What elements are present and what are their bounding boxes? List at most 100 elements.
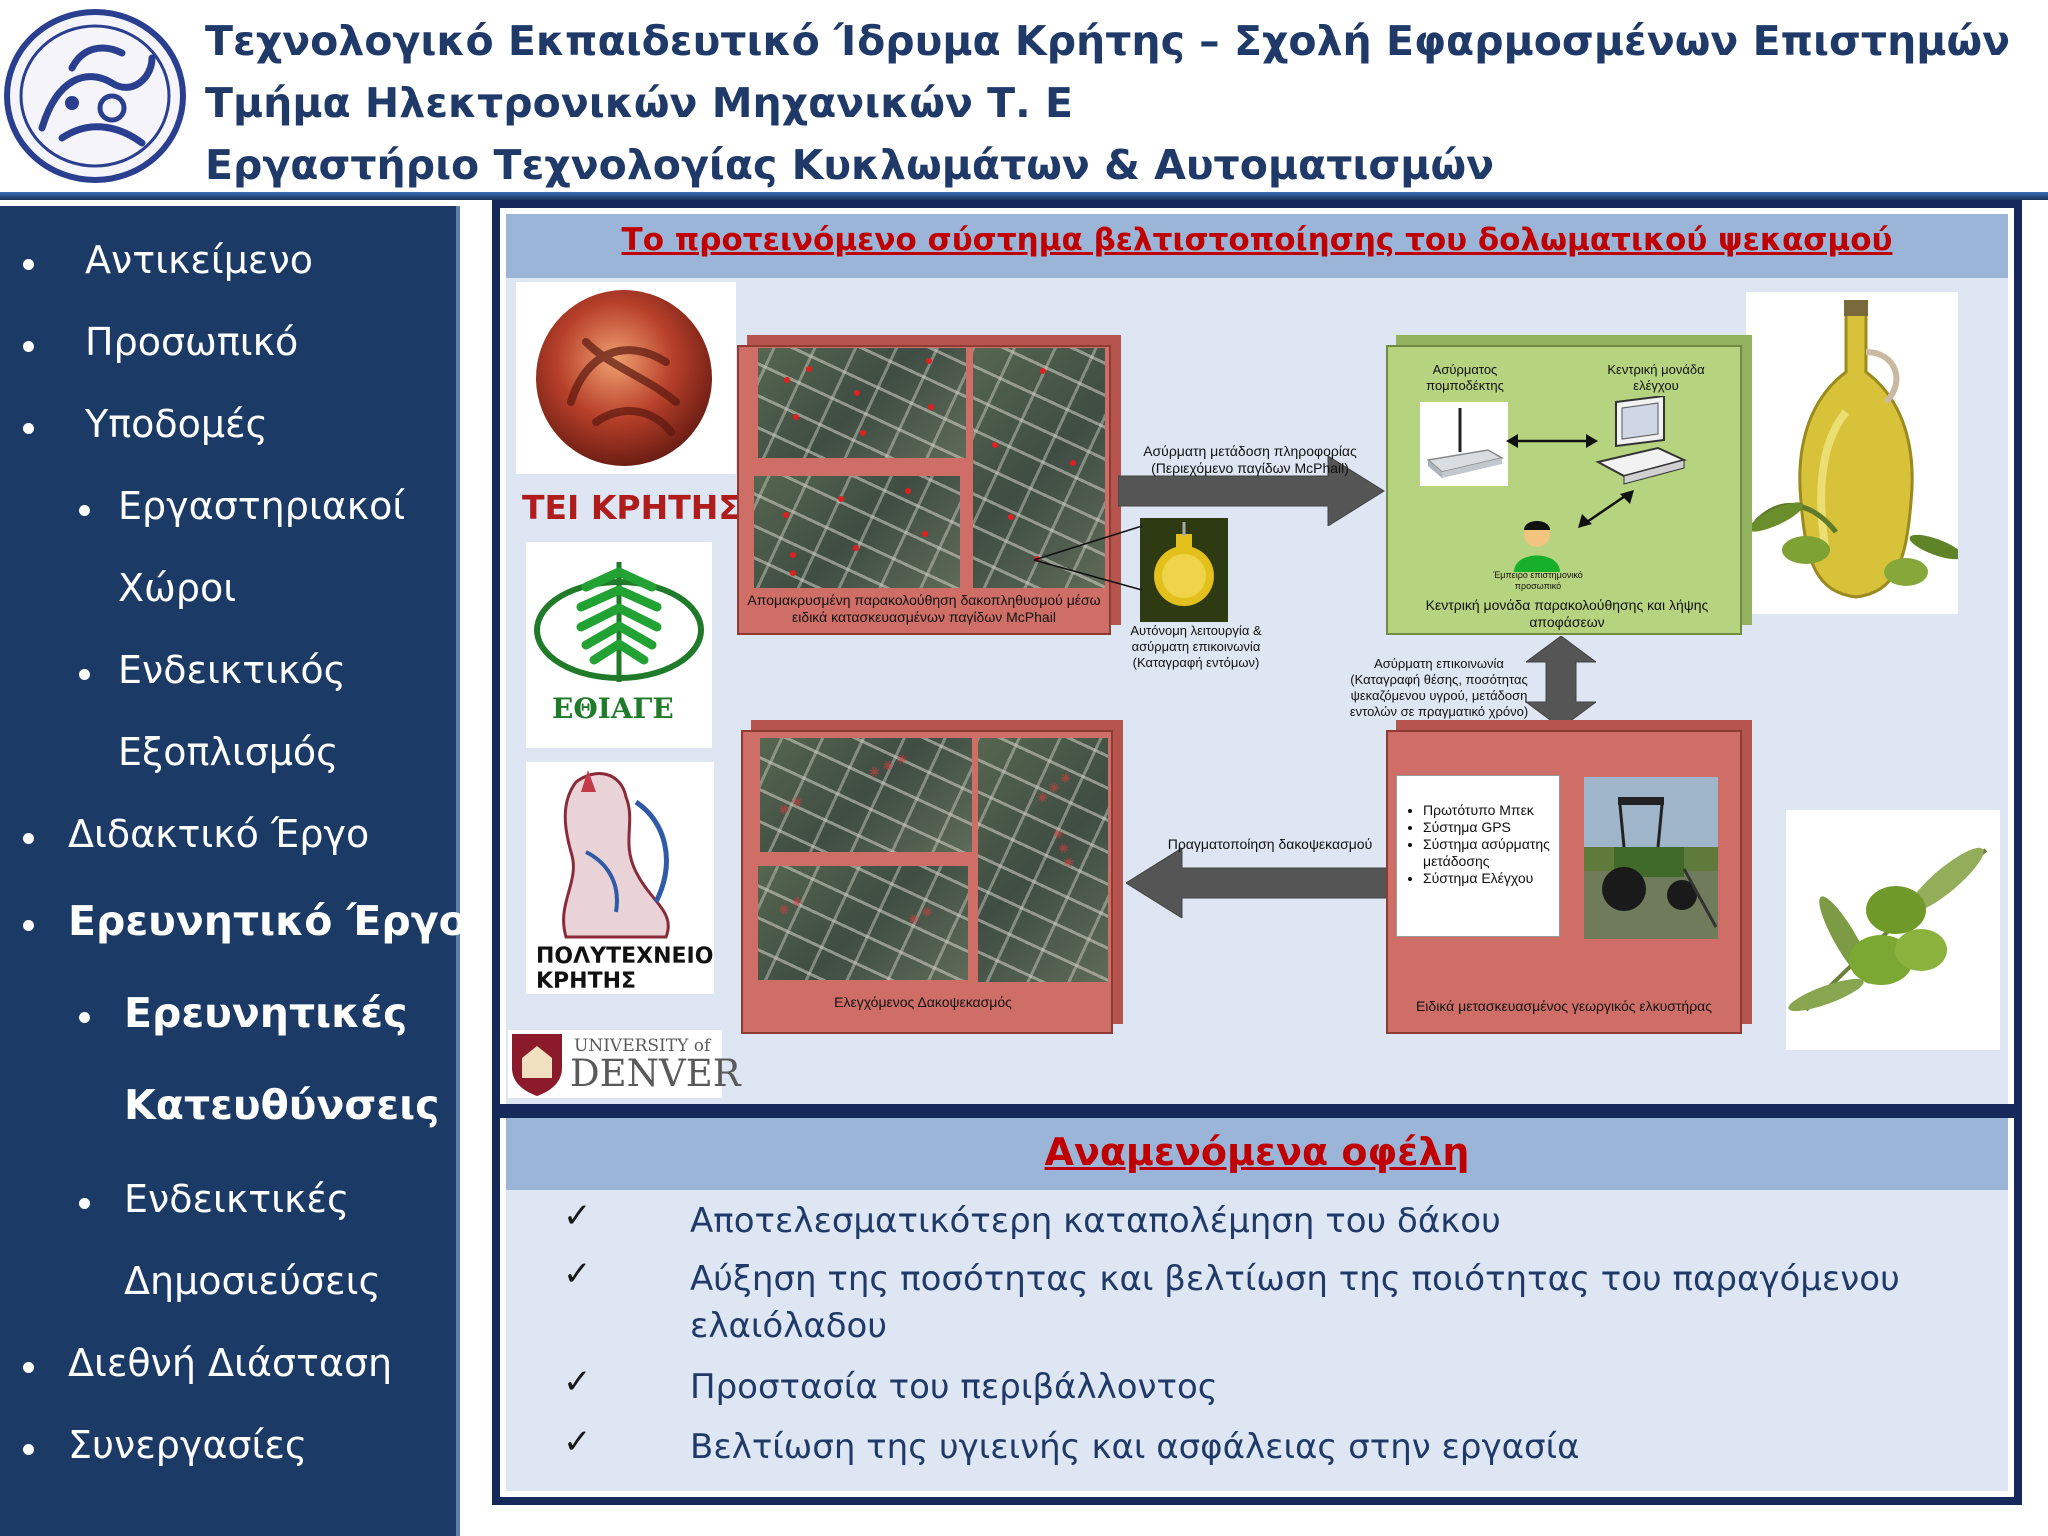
wireless-info-arrow-right-icon xyxy=(1118,456,1385,526)
proposed-system-title-bar xyxy=(506,214,2008,278)
nav-item-ypodomes[interactable]: Υποδομές xyxy=(85,402,268,446)
bullet-icon xyxy=(23,833,34,844)
trap-marker-icon xyxy=(860,430,866,436)
laboratory-title: Εργαστήριο Τεχνολογίας Κυκλωμάτων & Αυτο… xyxy=(205,141,1495,189)
benefit-item: Αποτελεσματικότερη καταπολέμηση του δάκο… xyxy=(690,1201,1501,1241)
checkmark-icon: ✓ xyxy=(563,1254,592,1294)
nav-item-diethni-diastasi[interactable]: Διεθνή Διάσταση xyxy=(68,1341,393,1385)
modified-tractor-caption: Ειδικά μετασκευασμένος γεωργικός ελκυστή… xyxy=(1415,998,1713,1014)
benefit-item: Αύξηση της ποσότητας και βελτίωση της πο… xyxy=(690,1259,1900,1346)
expert-label: Έμπειρο επιστημονικό προσωπικό xyxy=(1493,570,1583,591)
trap-marker-icon xyxy=(790,552,796,558)
wireless-communication-label: Ασύρματη επικοινωνία (Καταγραφή θέσης, π… xyxy=(1349,656,1529,719)
trap-marker-icon xyxy=(992,442,998,448)
polytechnio-logo: ΠΟΛΥΤΕΧΝΕΙΟ ΚΡΗΤΗΣ xyxy=(526,762,714,994)
nav-item-erevnitiko-ergo[interactable]: Ερευνητικό Έργο xyxy=(68,897,467,945)
trap-marker-icon xyxy=(784,377,790,383)
trap-monitoring-caption: Απομακρυσμένη παρακολούθηση δακοπληθυσμο… xyxy=(747,592,1101,625)
nav-item-ergastiriakoi[interactable]: Εργαστηριακοί xyxy=(118,484,406,528)
trap-marker-icon xyxy=(926,358,932,364)
tei-seal-image xyxy=(516,282,736,474)
polytechnio-label: ΠΟΛΥΤΕΧΝΕΙΟ ΚΡΗΤΗΣ xyxy=(536,944,713,994)
bullet-icon xyxy=(23,423,34,434)
satellite-map-tile xyxy=(758,348,966,458)
transceiver-label: Ασύρματος πομποδέκτης xyxy=(1426,362,1504,393)
trap-marker-icon xyxy=(838,496,844,502)
bullet-icon xyxy=(79,505,90,516)
athena-figure-icon xyxy=(562,770,670,939)
proposed-system-title: Το προτεινόμενο σύστημα βελτιστοποίησης … xyxy=(621,222,1893,258)
ethiage-logo: ΕΘΙΑΓΕ xyxy=(526,542,712,748)
list-item: Σύστημα ασύρματης μετάδοσης xyxy=(1423,836,1555,870)
trap-autonomy-caption: Αυτόνομη λειτουργία & ασύρματη επικοινων… xyxy=(1130,623,1262,670)
header-divider xyxy=(0,192,2048,200)
trap-marker-icon xyxy=(922,531,928,537)
trap-marker-icon xyxy=(853,545,859,551)
nav-item-prosopiko[interactable]: Προσωπικό xyxy=(85,320,299,364)
spraying-action-arrow-left-icon xyxy=(1126,848,1392,918)
trap-marker-icon xyxy=(783,512,789,518)
trap-marker-icon xyxy=(806,366,812,372)
nav-item-endeiktikos[interactable]: Ενδεικτικός xyxy=(118,648,346,692)
mcphail-trap-image xyxy=(1140,518,1228,622)
list-item: Σύστημα GPS xyxy=(1423,819,1555,836)
nav-item-ergastiriakoi-cont[interactable]: Χώροι xyxy=(118,566,237,610)
denver-name-label: DENVER xyxy=(570,1052,741,1095)
nav-item-antikeimeno[interactable]: Αντικείμενο xyxy=(85,238,313,282)
trap-marker-icon xyxy=(928,404,934,410)
trap-marker-icon xyxy=(1070,460,1076,466)
tractor-photo-image xyxy=(1584,777,1718,939)
tractor-components-list: Πρωτότυπο Μπεκ Σύστημα GPS Σύστημα ασύρμ… xyxy=(1396,775,1560,937)
nav-item-erevnitikes-kateythinseis[interactable]: Ερευνητικές xyxy=(124,989,408,1037)
sidebar-nav: Αντικείμενο Προσωπικό Υποδομές Εργαστηρι… xyxy=(0,206,467,1536)
university-of-denver-logo: UNIVERSITY of DENVER xyxy=(508,1030,741,1098)
department-title: Τμήμα Ηλεκτρονικών Μηχανικών Τ. Ε xyxy=(205,79,1073,127)
nav-item-endeiktikos-cont[interactable]: Εξοπλισμός xyxy=(118,730,339,774)
trap-marker-icon xyxy=(790,570,796,576)
sealstone-icon xyxy=(536,290,712,466)
nav-item-didaktiko-ergo[interactable]: Διδακτικό Έργο xyxy=(68,812,370,856)
nav-item-synergasies[interactable]: Συνεργασίες xyxy=(68,1423,308,1467)
satellite-map-tile xyxy=(754,476,960,588)
bullet-icon xyxy=(79,1012,90,1023)
bullet-icon xyxy=(23,341,34,352)
checkmark-icon: ✓ xyxy=(563,1422,592,1462)
olive-oil-bottle-image xyxy=(1746,292,1958,614)
tei-kritis-label: ΤΕΙ ΚΡΗΤΗΣ xyxy=(522,488,741,527)
trap-marker-icon xyxy=(793,414,799,420)
nav-item-endeiktikes-dimosieyseis-cont[interactable]: Δημοσιεύσεις xyxy=(124,1259,381,1303)
header-titles: Τεχνολογικό Εκπαιδευτικό Ίδρυμα Κρήτης –… xyxy=(205,10,2010,196)
spraying-action-label: Πραγματοποίηση δακοψεκασμού xyxy=(1167,836,1373,852)
satellite-map-tile xyxy=(758,866,968,980)
trap-marker-icon xyxy=(854,390,860,396)
ethiage-label: ΕΘΙΑΓΕ xyxy=(552,692,674,725)
expected-benefits-title: Αναμενόμενα οφέλη xyxy=(1044,1130,1470,1174)
nav-item-endeiktikes-dimosieyseis[interactable]: Ενδεικτικές xyxy=(124,1177,350,1221)
central-monitoring-caption: Κεντρική μονάδα παρακολούθησης και λήψης… xyxy=(1425,597,1709,630)
institution-title: Τεχνολογικό Εκπαιδευτικό Ίδρυμα Κρήτης –… xyxy=(205,17,2011,65)
list-item: Πρωτότυπο Μπεκ xyxy=(1423,802,1555,819)
checkmark-icon: ✓ xyxy=(563,1196,592,1236)
expected-benefits-title-bar xyxy=(506,1118,2008,1190)
wireless-transceiver-icon xyxy=(1420,402,1508,486)
trap-marker-icon xyxy=(1040,368,1046,374)
wireless-info-label: Ασύρματη μετάδοση πληροφορίας (Περιεχόμε… xyxy=(1143,443,1357,476)
bidirectional-diagonal-arrow-icon xyxy=(1578,490,1634,528)
central-monitoring-box xyxy=(1386,345,1742,635)
bullet-icon xyxy=(79,1198,90,1209)
checkmark-icon: ✓ xyxy=(563,1362,592,1402)
bidirectional-vertical-arrow-icon xyxy=(1526,636,1596,728)
bullet-icon xyxy=(79,669,90,680)
satellite-map-tile xyxy=(973,348,1105,588)
bidirectional-arrow-icon xyxy=(1506,434,1598,448)
benefit-item: Βελτίωση της υγιεινής και ασφάλειας στην… xyxy=(690,1427,1580,1467)
satellite-map-tile xyxy=(760,738,972,852)
polytechnio-label-line2: ΚΡΗΤΗΣ xyxy=(536,969,637,994)
olive-branch-image xyxy=(1786,810,2000,1050)
nav-item-erevnitikes-kateythinseis-cont[interactable]: Κατευθύνσεις xyxy=(124,1081,440,1129)
polytechnio-label-line1: ΠΟΛΥΤΕΧΝΕΙΟ xyxy=(536,944,714,969)
trap-marker-icon xyxy=(1008,514,1014,520)
tei-crete-seal-logo xyxy=(4,9,186,183)
header: Τεχνολογικό Εκπαιδευτικό Ίδρυμα Κρήτης –… xyxy=(0,0,2048,196)
panel-divider xyxy=(492,1104,2022,1118)
